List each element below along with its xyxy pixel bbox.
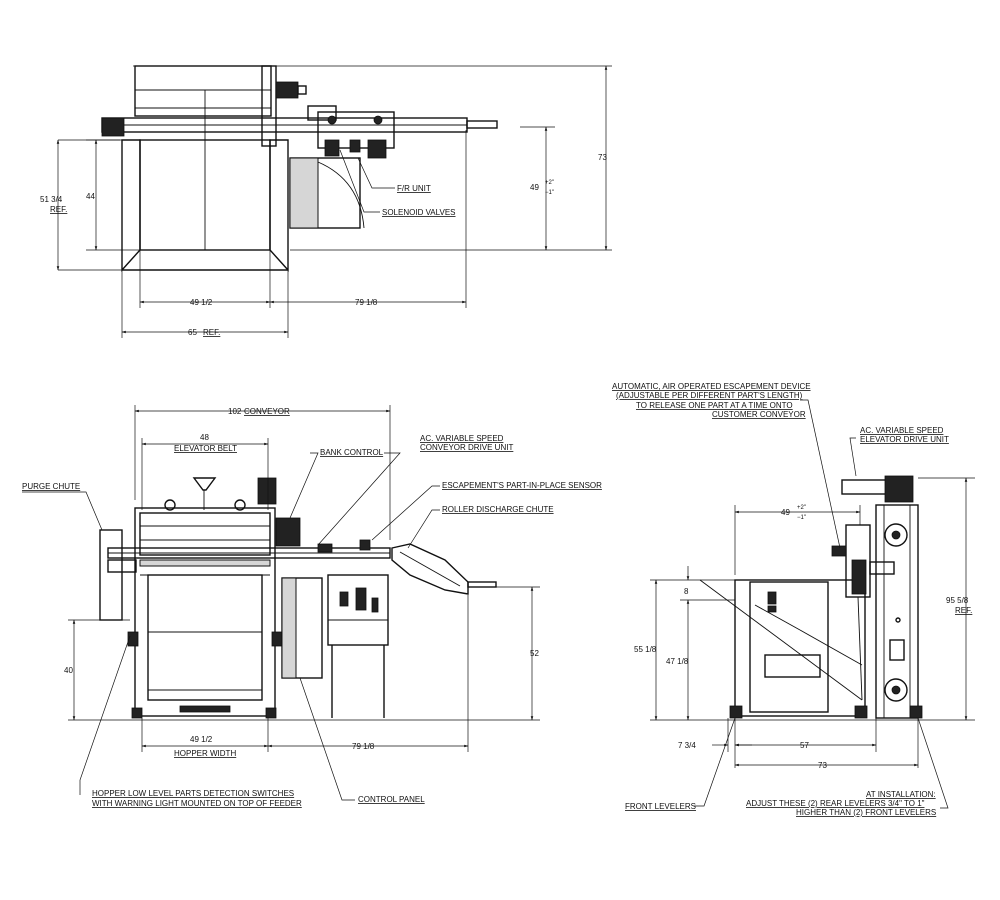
dim-95-ref: REF. (955, 606, 972, 615)
front-view: 102 CONVEYOR 48 ELEVATOR BELT 40 52 49 1… (22, 405, 602, 808)
label-install-1: AT INSTALLATION: (866, 790, 936, 799)
label-install-2: ADJUST THESE (2) REAR LEVELERS 3/4" TO 1… (746, 799, 925, 808)
label-roller-chute: ROLLER DISCHARGE CHUTE (442, 505, 554, 514)
dim-65: 65 (188, 328, 197, 337)
label-escapement-4: CUSTOMER CONVEYOR (712, 410, 806, 419)
dim-52: 52 (530, 649, 539, 658)
dim-44: 44 (86, 192, 95, 201)
label-escapement-3: TO RELEASE ONE PART AT A TIME ONTO (636, 401, 793, 410)
label-control-panel: CONTROL PANEL (358, 795, 425, 804)
dim-51-3-4-ref: REF. (50, 205, 67, 214)
label-fr-unit: F/R UNIT (397, 184, 431, 193)
label-escapement-sensor: ESCAPEMENT'S PART-IN-PLACE SENSOR (442, 481, 602, 490)
dim-49-1-2-front: 49 1/2 (190, 735, 213, 744)
label-bank-control: BANK CONTROL (320, 448, 384, 457)
dim-57: 57 (800, 741, 809, 750)
label-escapement-2: (ADJUSTABLE PER DIFFERENT PART'S LENGTH) (616, 391, 803, 400)
label-ac-elevator-1: AC. VARIABLE SPEED (860, 426, 944, 435)
tol-plus-top: +2" (545, 180, 554, 186)
dim-49-1-2-top: 49 1/2 (190, 298, 213, 307)
label-ac-elevator-2: ELEVATOR DRIVE UNIT (860, 435, 949, 444)
label-front-levelers: FRONT LEVELERS (625, 802, 696, 811)
label-install-3: HIGHER THAN (2) FRONT LEVELERS (796, 808, 936, 817)
tol-plus-side: +2" (797, 505, 806, 511)
dim-49-top: 49 (530, 183, 539, 192)
side-view: 49 +2" −1" 8 55 1/8 47 1/8 95 5/8 REF. 7… (612, 382, 975, 817)
tol-minus-top: −1" (545, 190, 554, 196)
dim-79-1-8-front: 79 1/8 (352, 742, 375, 751)
dim-47-1-8: 47 1/8 (666, 657, 689, 666)
dim-95-5-8: 95 5/8 (946, 596, 969, 605)
label-solenoid-valves: SOLENOID VALVES (382, 208, 456, 217)
dim-7-3-4: 7 3/4 (678, 741, 696, 750)
label-hopper-1: HOPPER LOW LEVEL PARTS DETECTION SWITCHE… (92, 789, 294, 798)
label-ac-conveyor-2: CONVEYOR DRIVE UNIT (420, 443, 513, 452)
dim-48-label: ELEVATOR BELT (174, 444, 237, 453)
dim-102: 102 (228, 407, 242, 416)
dim-8: 8 (684, 587, 689, 596)
dim-48: 48 (200, 433, 209, 442)
label-ac-conveyor-1: AC. VARIABLE SPEED (420, 434, 504, 443)
dim-73-side: 73 (818, 761, 827, 770)
dim-79-1-8-top: 79 1/8 (355, 298, 378, 307)
top-view: 51 3/4 REF. 44 73 49 +2" −1" 49 1/2 79 1… (40, 65, 612, 338)
dim-49-side: 49 (781, 508, 790, 517)
label-hopper-2: WITH WARNING LIGHT MOUNTED ON TOP OF FEE… (92, 799, 302, 808)
dim-65-ref: REF. (203, 328, 220, 337)
dim-55-1-8: 55 1/8 (634, 645, 657, 654)
dim-40: 40 (64, 666, 73, 675)
dim-73-top: 73 (598, 153, 607, 162)
dim-51-3-4: 51 3/4 (40, 195, 63, 204)
dim-102-label: CONVEYOR (244, 407, 290, 416)
dim-hopper-width: HOPPER WIDTH (174, 749, 236, 758)
tol-minus-side: −1" (797, 515, 806, 521)
label-purge-chute: PURGE CHUTE (22, 482, 80, 491)
label-escapement-1: AUTOMATIC, AIR OPERATED ESCAPEMENT DEVIC… (612, 382, 811, 391)
